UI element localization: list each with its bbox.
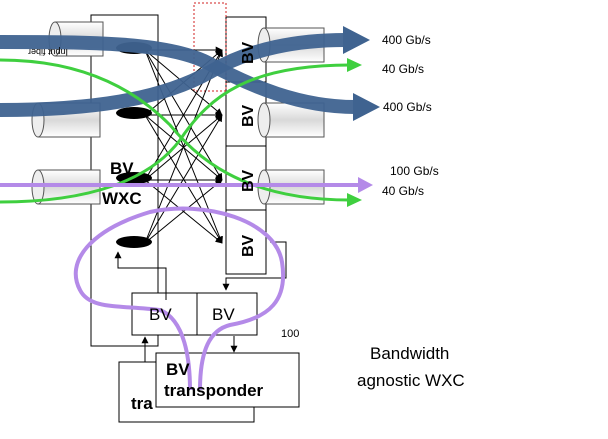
transponder-back-label: tra [131,394,153,413]
purple-loop-path [73,206,286,391]
bv-output-label: BV [240,104,257,127]
wxc-label-line1: BV [110,159,134,178]
wxc-label-line2: WXC [102,189,142,208]
caption-line1: Bandwidth [370,344,449,363]
number-label: 100 [281,328,299,340]
bv-output-label: BV [240,41,257,64]
bv-output-label: BV [240,169,257,192]
rate-label-4: 100 Gb/s [390,164,439,178]
rate-label-5: 40 Gb/s [382,184,424,198]
bv-add-drop-label: BV [212,305,235,324]
bv-add-drop-box [131,292,258,336]
green-arrowhead [347,193,362,207]
transponder-front-box [155,352,300,408]
splitter-icon [116,107,152,119]
blue-signal-path [0,35,356,114]
bv-add-drop-label: BV [149,305,172,324]
bv-output-label: BV [240,234,257,257]
green-signal-path [0,58,351,202]
blue-signal-path [0,33,346,117]
blue-arrowhead [343,26,370,54]
blue-arrowhead [353,93,380,121]
connector-lines [114,241,287,362]
rate-label-3: 400 Gb/s [383,100,432,114]
purple-arrowhead [358,177,373,193]
rate-label-1: 400 Gb/s [382,33,431,47]
dotted-red-box [193,2,227,92]
transponder-front-line2: transponder [164,381,264,400]
input-fiber-label: Input fiber [28,47,68,57]
caption-line2: agnostic WXC [357,371,465,390]
rate-label-2: 40 Gb/s [382,62,424,76]
green-arrowhead [347,58,362,72]
green-signal-path [0,63,351,204]
transponder-front-line1: BV [166,360,190,379]
splitter-icon [116,236,152,248]
